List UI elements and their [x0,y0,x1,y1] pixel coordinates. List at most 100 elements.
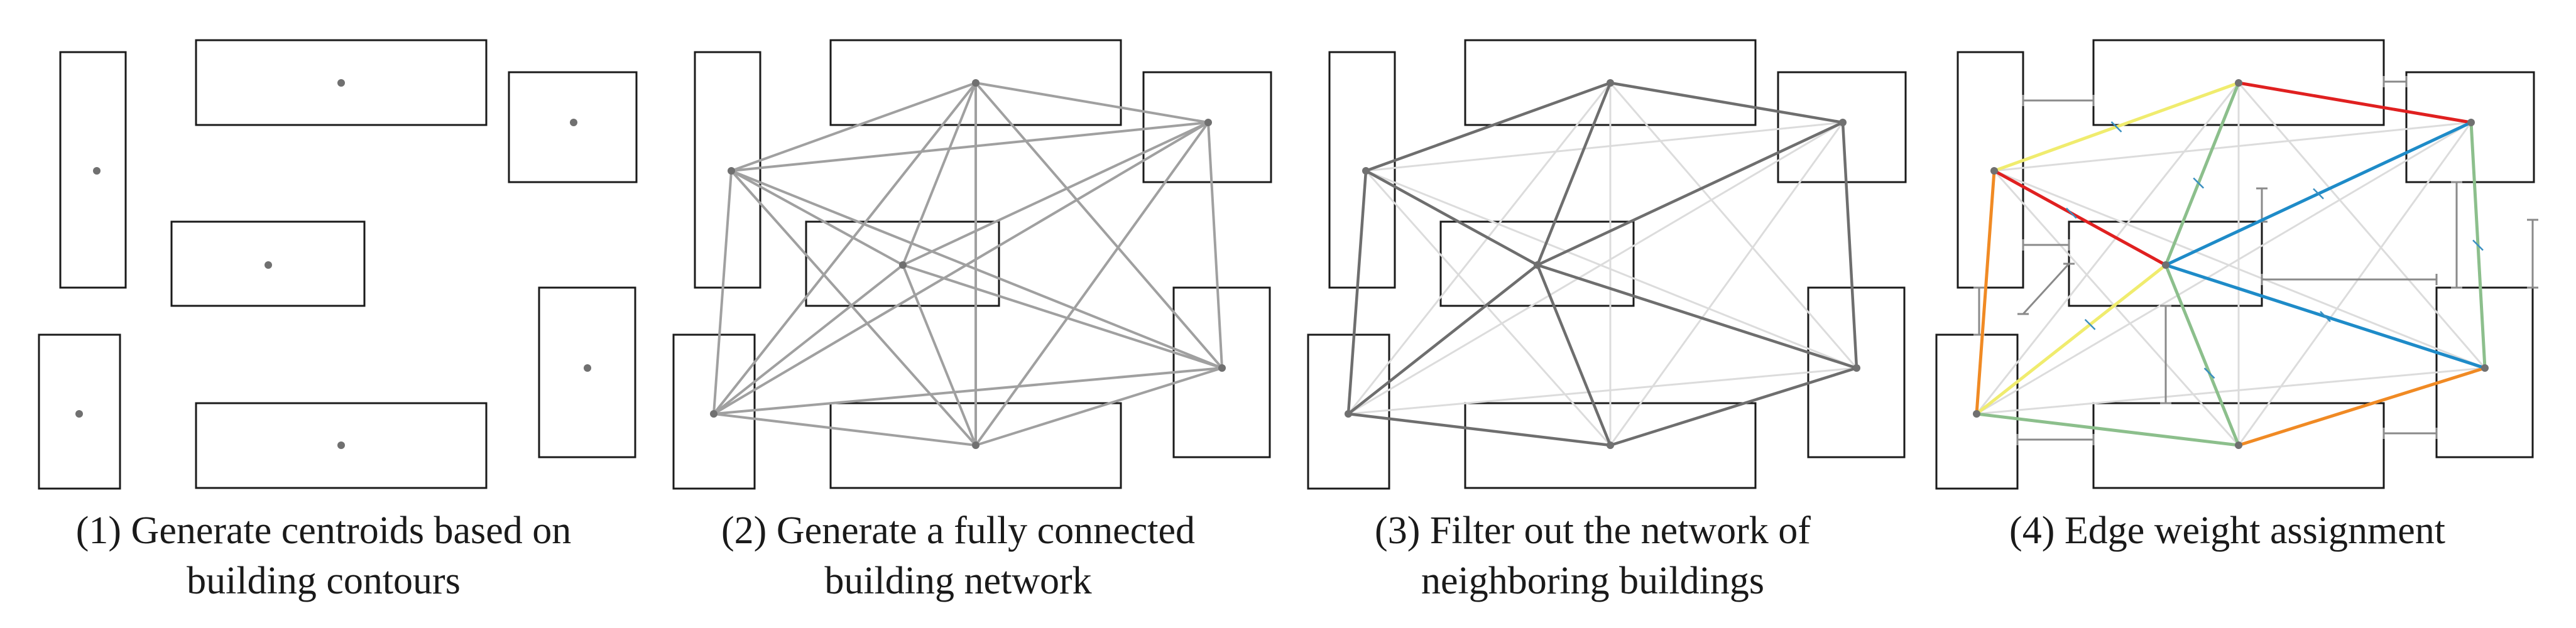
weighted-edge-BC-panel-4 [2237,81,2473,124]
centroid-D-panel-3 [1534,261,1541,269]
weighted-edge-AE-panel-4 [1975,169,1996,416]
neighbor-edge-AB-panel-3 [1364,81,1612,173]
centroid-C-panel-2 [1204,119,1212,126]
network-edge-DE-panel-2 [712,264,904,415]
building-F-panel-1 [538,286,636,458]
centroid-G-panel-4 [2235,441,2242,449]
caption-step-1-line-2: building contours [187,560,461,602]
background-edge-EF-panel-4 [1975,367,2486,415]
weighted-edge-DE-panel-4 [1975,263,2168,416]
centroid-F-panel-3 [1853,364,1860,372]
background-edge-CG-panel-4 [2237,121,2472,447]
building-D-panel-1 [170,220,366,307]
building-E-panel-1 [38,333,121,490]
building-C-panel-1 [508,71,638,183]
centroid-C-panel-3 [1839,119,1847,126]
building-G-panel-1 [195,402,488,489]
caption-step-3: (3) Filter out the network of neighborin… [1304,506,1882,606]
neighbor-edge-DG-panel-3 [1536,263,1612,447]
network-edge-AC-panel-2 [730,121,1209,172]
edge-tick-7 [2472,239,2484,251]
network-edge-BE-panel-2 [712,82,977,415]
filtered-edge-CE-panel-3 [1347,121,1844,415]
weighted-edge-EG-panel-4 [1975,412,2240,447]
network-edge-DF-panel-2 [902,264,1223,369]
edge-tick-4 [2193,177,2205,189]
network-edge-CF-panel-2 [1207,121,1223,369]
building-F-panel-4 [2435,286,2534,458]
centroid-E-panel-2 [710,410,718,418]
network-edge-AB-panel-2 [730,82,977,172]
caption-step-2: (2) Generate a fully connected building … [669,506,1247,606]
building-A-panel-2 [694,51,761,289]
network-edge-EF-panel-2 [712,367,1223,415]
caption-step-3-line-2: neighboring buildings [1421,560,1764,602]
neighbor-edge-BD-panel-3 [1536,81,1612,267]
edge-tick-6 [2203,367,2215,379]
centroid-A-panel-3 [1362,167,1370,175]
background-edge-AC-panel-4 [1993,121,2472,172]
neighbor-edge-CD-panel-3 [1536,121,1845,267]
centroid-C-panel-4 [2467,119,2475,126]
neighbor-edge-EG-panel-3 [1346,412,1612,447]
network-edge-DG-panel-2 [902,264,977,447]
edge-tick-3 [2084,318,2096,330]
network-edge-AG-panel-2 [730,170,977,447]
centroid-D-panel-4 [2162,261,2169,269]
caption-step-4: (4) Edge weight assignment [1938,506,2516,556]
building-A-panel-1 [59,51,127,289]
centroid-C-panel-1 [570,119,577,126]
filtered-edge-AG-panel-3 [1365,170,1612,447]
network-edge-BD-panel-2 [902,82,977,266]
weighted-edge-DG-panel-4 [2164,263,2240,447]
centroid-B-panel-2 [972,79,980,87]
background-edge-CE-panel-4 [1975,121,2472,415]
building-D-panel-2 [805,220,1000,307]
neighbor-edge-DF-panel-3 [1536,263,1858,370]
filtered-edge-CG-panel-3 [1609,121,1844,447]
centroid-F-panel-2 [1218,364,1226,372]
network-edge-EG-panel-2 [712,413,977,447]
centroid-F-panel-4 [2481,364,2489,372]
building-B-panel-1 [195,39,488,126]
centroid-B-panel-1 [337,79,345,87]
centroid-E-panel-4 [1973,410,1980,418]
network-edge-CD-panel-2 [902,121,1209,266]
building-D-panel-3 [1439,220,1635,307]
building-C-panel-4 [2405,71,2535,183]
edge-tick-0 [2065,207,2077,219]
network-edge-FG-panel-2 [974,367,1223,447]
centroid-G-panel-3 [1607,441,1614,449]
neighbor-edge-AD-panel-3 [1364,169,1539,267]
centroid-D-panel-2 [899,261,907,269]
neighbor-edge-CF-panel-3 [1841,121,1858,370]
building-A-panel-4 [1957,51,2024,289]
centroid-G-panel-1 [337,441,345,449]
caption-step-1-line-1: (1) Generate centroids based on [75,509,572,552]
centroid-G-panel-2 [972,441,980,449]
centroid-B-panel-4 [2235,79,2242,87]
distance-marker-11 [2022,263,2070,315]
neighbor-edge-BC-panel-3 [1608,81,1845,124]
network-edge-AE-panel-2 [712,170,733,415]
building-A-panel-3 [1328,51,1396,289]
weighted-edge-FG-panel-4 [2237,366,2487,447]
network-edge-CG-panel-2 [974,121,1209,447]
building-F-panel-2 [1172,286,1271,458]
centroid-E-panel-1 [75,410,83,418]
weighted-edge-AD-panel-4 [1992,169,2168,267]
centroid-A-panel-2 [728,167,735,175]
neighbor-edge-AE-panel-3 [1346,169,1368,416]
building-E-panel-2 [672,333,756,490]
centroid-E-panel-3 [1345,410,1352,418]
filtered-edge-BE-panel-3 [1347,82,1612,415]
centroid-B-panel-3 [1607,79,1614,87]
caption-step-2-line-1: (2) Generate a fully connected [721,509,1195,552]
edge-tick-2 [2320,311,2331,322]
background-edge-BE-panel-4 [1975,82,2240,415]
background-edge-AG-panel-4 [1993,170,2240,447]
edge-tick-1 [2313,188,2324,200]
neighbor-edge-DE-panel-3 [1346,263,1539,416]
building-F-panel-3 [1807,286,1906,458]
